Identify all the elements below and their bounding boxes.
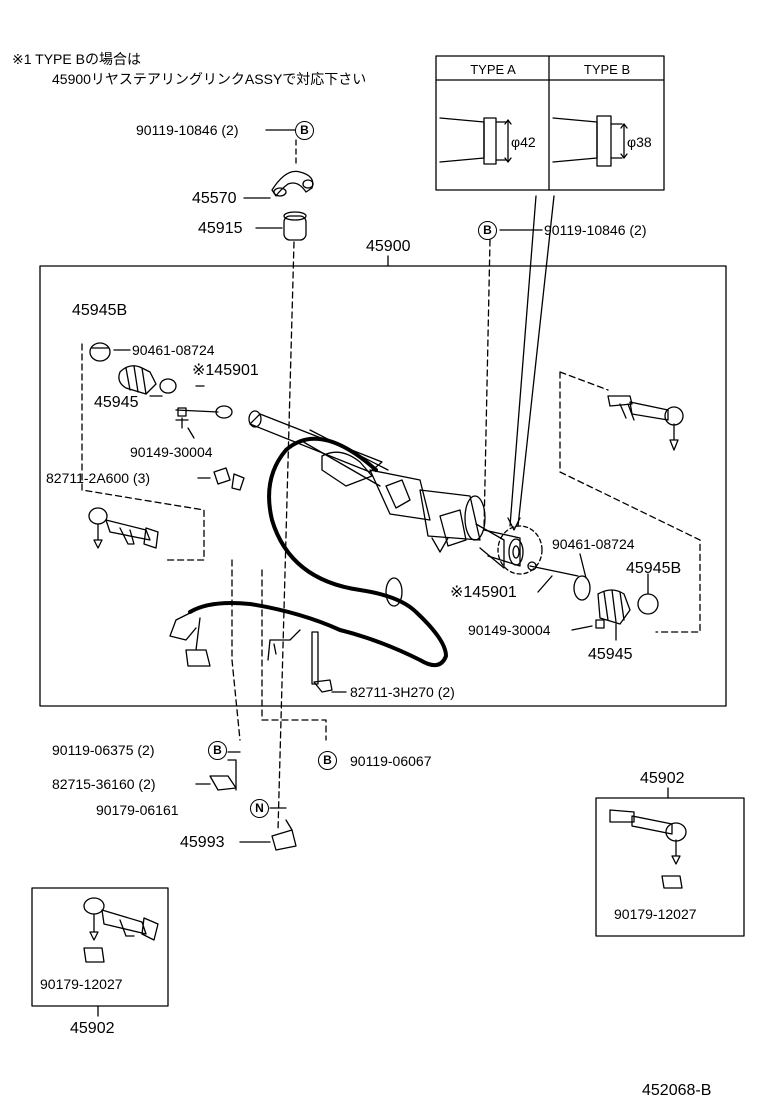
bracket-45570 [271, 170, 314, 197]
tie-rod-left-inner [88, 507, 159, 549]
label-90119-10846-top: 90119-10846 (2) [136, 122, 239, 138]
label-90461-08724-right: 90461-08724 [552, 536, 635, 552]
label-90179-12027-left: 90179-12027 [40, 976, 123, 992]
bracket-45993 [271, 819, 297, 851]
label-45901-left: ※145901 [192, 362, 259, 379]
inset-dim-b: φ38 [627, 134, 652, 150]
badge-b-lower-left: B [208, 741, 227, 760]
label-82711-2A600: 82711-2A600 (3) [46, 470, 151, 486]
tie-rod-right-inner [607, 395, 684, 451]
label-45902-left: 45902 [70, 1020, 115, 1037]
label-45900: 45900 [366, 238, 411, 255]
label-90119-06067: 90119-06067 [350, 753, 432, 769]
label-82711-3H270: 82711-3H270 (2) [350, 684, 455, 700]
label-90149-30004-left: 90149-30004 [130, 444, 213, 460]
rack-housing [248, 410, 524, 569]
label-45993: 45993 [180, 834, 225, 851]
label-90179-12027-right: 90179-12027 [614, 906, 697, 922]
bracket-82715 [209, 759, 237, 791]
wire-harness [188, 436, 448, 668]
label-82715-36160: 82715-36160 (2) [52, 776, 156, 792]
label-45902-right: 45902 [640, 770, 685, 787]
label-90461-08724-left: 90461-08724 [132, 342, 215, 358]
badge-n: N [250, 799, 269, 818]
label-45945-right: 45945 [588, 646, 633, 663]
label-45901-right: ※145901 [450, 584, 517, 601]
badge-b-lower-mid: B [318, 751, 337, 770]
box-45902-left [31, 887, 169, 1007]
label-90119-10846-mid: 90119-10846 (2) [544, 222, 647, 238]
label-45570: 45570 [192, 190, 237, 207]
badge-b-mid: B [478, 221, 497, 240]
assembly-frame [39, 265, 727, 707]
label-45945B-left: 45945B [72, 302, 128, 319]
inset-header-type-b: TYPE B [583, 62, 631, 77]
inset-box [435, 55, 665, 191]
tie-rod-45902-left [83, 897, 159, 963]
label-90179-06161: 90179-06161 [96, 802, 179, 818]
right-boot-group [527, 561, 659, 629]
note-line-2: 45900リヤステアリングリンクASSYで対応下さい [52, 71, 367, 87]
label-45945B-right: 45945B [626, 560, 682, 577]
box-45902-right [595, 797, 745, 937]
label-90119-06375: 90119-06375 (2) [52, 742, 155, 758]
tie-rod-45902-right [609, 809, 687, 889]
label-45915: 45915 [198, 220, 243, 237]
label-45945-left: 45945 [94, 394, 139, 411]
inset-dim-a: φ42 [511, 134, 536, 150]
diagram-code: 452068-B [642, 1082, 712, 1099]
note-line-1: ※1 TYPE Bの場合は [12, 51, 141, 67]
inset-header-type-a: TYPE A [470, 62, 516, 77]
clamp-82711-3H270 [311, 631, 333, 693]
badge-b-top: B [295, 121, 314, 140]
bushing-45915 [283, 211, 307, 241]
left-boot-group [89, 342, 245, 491]
label-90149-30004-right: 90149-30004 [468, 622, 551, 638]
